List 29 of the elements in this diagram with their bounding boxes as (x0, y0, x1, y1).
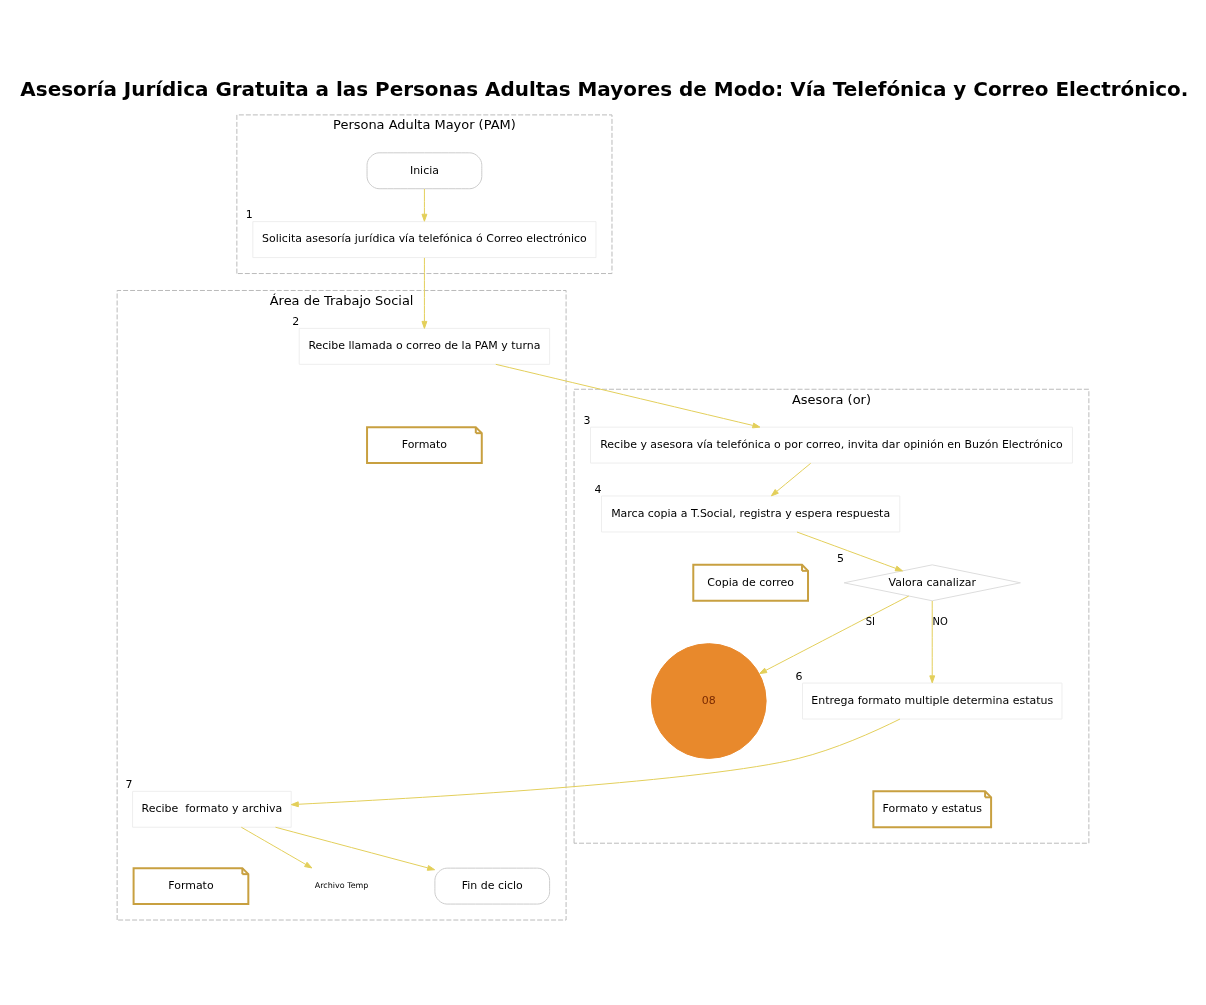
arrow (290, 718, 901, 808)
node-label: 5 (837, 551, 844, 565)
arrow (770, 462, 812, 497)
diagram-title: Asesoría Jurídica Gratuita a las Personas Adultas Mayores de Modo: Vía Telefónica y Correo Electrónico. (20, 76, 1189, 101)
arrow (421, 257, 428, 329)
edge-label: NO (932, 615, 948, 627)
arrow (421, 188, 428, 222)
node-box: Entrega formato multiple determina estatus (802, 682, 1063, 720)
node-label: 7 (125, 778, 133, 792)
edge-label: SI (865, 615, 876, 627)
node-box: Recibe y asesora vía telefónica o por correo, invita dar opinión en Buzón Electrónico (590, 426, 1073, 464)
node-box: Inicia (366, 152, 483, 190)
node-box: Marca copia a T.Social, registra y espera respuesta (601, 495, 901, 533)
node-label: 4 (594, 482, 602, 496)
node-text: Archivo Temp (314, 881, 369, 890)
arrow (796, 531, 904, 572)
node-box: Recibe formato y archiva (132, 790, 292, 828)
node-label: 2 (292, 315, 300, 329)
arrow (759, 595, 910, 675)
node-box: Recibe llamada o correo de la PAM y turna (298, 327, 551, 365)
node-box: Solicita asesoría jurídica vía telefónica ó Correo electrónico (252, 221, 597, 259)
arrow (929, 600, 936, 684)
arrow (495, 363, 761, 429)
arrow (275, 826, 436, 871)
node-box: Fin de ciclo (434, 867, 551, 905)
node-label: 3 (583, 413, 591, 427)
arrow (240, 826, 313, 869)
node-label: 6 (795, 669, 803, 683)
node-label: 1 (245, 208, 253, 222)
